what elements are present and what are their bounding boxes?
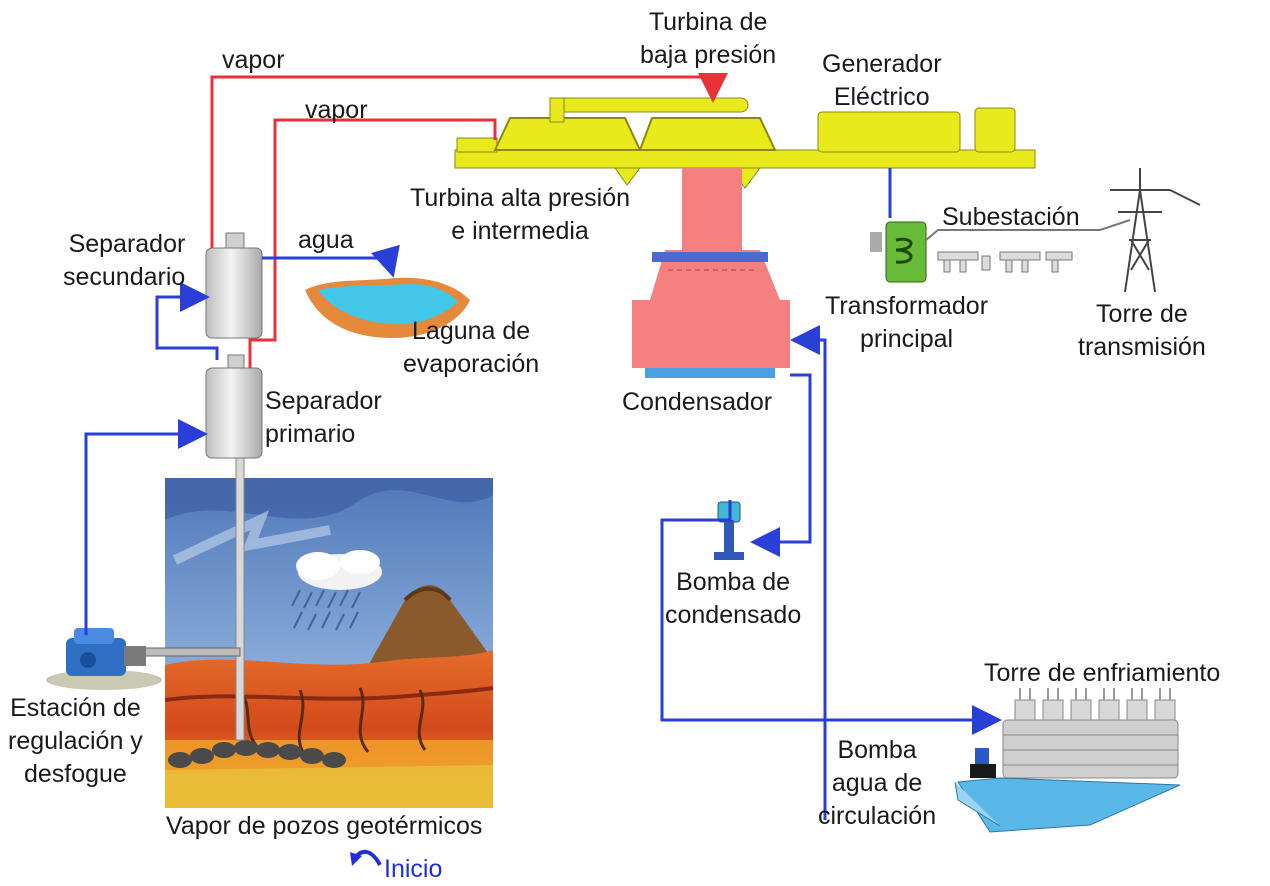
label-line: condensado bbox=[665, 601, 802, 629]
label-line: Transformador bbox=[825, 292, 989, 320]
curved-back-arrow-icon[interactable] bbox=[350, 849, 382, 867]
label-line: Estación de bbox=[10, 694, 141, 722]
label-line: Bomba de bbox=[676, 568, 791, 596]
label-vapor-top: vapor bbox=[222, 46, 285, 74]
label-line: Laguna de bbox=[412, 317, 531, 345]
label-line: agua de bbox=[831, 769, 923, 797]
regulation-station-icon bbox=[46, 628, 162, 690]
substation-icon bbox=[937, 251, 1073, 273]
label-line: Turbina alta presión bbox=[410, 184, 631, 212]
circulation-pump-icon bbox=[970, 748, 996, 778]
label-bomba-circulacion: Bomba agua de circulación bbox=[818, 734, 936, 833]
label-line: Separador bbox=[68, 230, 186, 258]
label-line: Generador bbox=[822, 50, 942, 78]
main-transformer-icon bbox=[870, 221, 927, 283]
secondary-separator bbox=[205, 232, 263, 339]
label-line: Torre de bbox=[1096, 300, 1188, 328]
label-line: regulación y bbox=[8, 727, 143, 755]
cooling-tower-icon bbox=[954, 688, 1181, 833]
label-line: Eléctrico bbox=[833, 83, 930, 111]
label-laguna: Laguna de evaporación bbox=[403, 315, 539, 381]
label-agua: agua bbox=[298, 226, 354, 254]
label-turbina-baja: Turbina de baja presión bbox=[640, 6, 776, 72]
label-separador-secundario: Separador secundario bbox=[63, 228, 185, 294]
label-line: baja presión bbox=[640, 41, 777, 69]
condenser bbox=[632, 168, 790, 378]
label-separador-primario: Separador primario bbox=[265, 385, 382, 451]
label-line: Separador bbox=[265, 387, 382, 415]
evaporation-lagoon bbox=[305, 277, 470, 338]
label-generador: Generador Eléctrico bbox=[822, 48, 942, 114]
label-torre-transmision: Torre de transmisión bbox=[1078, 298, 1206, 364]
label-turbina-alta: Turbina alta presión e intermedia bbox=[410, 182, 630, 248]
label-condensador: Condensador bbox=[622, 388, 773, 416]
label-subestacion: Subestación bbox=[942, 203, 1080, 231]
label-line: principal bbox=[859, 325, 954, 353]
label-torre-enfriamiento: Torre de enfriamiento bbox=[984, 659, 1221, 687]
primary-separator bbox=[205, 354, 263, 459]
label-line: Bomba bbox=[837, 736, 917, 764]
label-estacion: Estación de regulación y desfogue bbox=[8, 692, 143, 791]
label-line: primario bbox=[265, 420, 356, 448]
label-vapor-pozos: Vapor de pozos geotérmicos bbox=[166, 812, 483, 840]
label-line: e intermedia bbox=[451, 217, 589, 245]
label-line: Turbina de bbox=[648, 8, 768, 36]
label-line: evaporación bbox=[403, 350, 540, 378]
geothermal-field-illustration bbox=[139, 454, 494, 808]
water-lines bbox=[84, 168, 1002, 820]
inicio-link[interactable]: Inicio bbox=[384, 855, 443, 883]
label-line: desfogue bbox=[23, 760, 127, 788]
label-line: transmisión bbox=[1078, 333, 1206, 361]
transmission-tower-icon bbox=[1110, 168, 1201, 293]
label-line: circulación bbox=[818, 802, 937, 830]
steam-lines bbox=[210, 73, 728, 368]
label-transformador: Transformador principal bbox=[825, 290, 988, 356]
label-bomba-condensado: Bomba de condensado bbox=[665, 566, 801, 632]
label-vapor-mid: vapor bbox=[305, 96, 368, 124]
turbine-generator-deck bbox=[454, 97, 1036, 189]
label-line: secundario bbox=[63, 263, 186, 291]
power-line bbox=[925, 219, 1131, 241]
